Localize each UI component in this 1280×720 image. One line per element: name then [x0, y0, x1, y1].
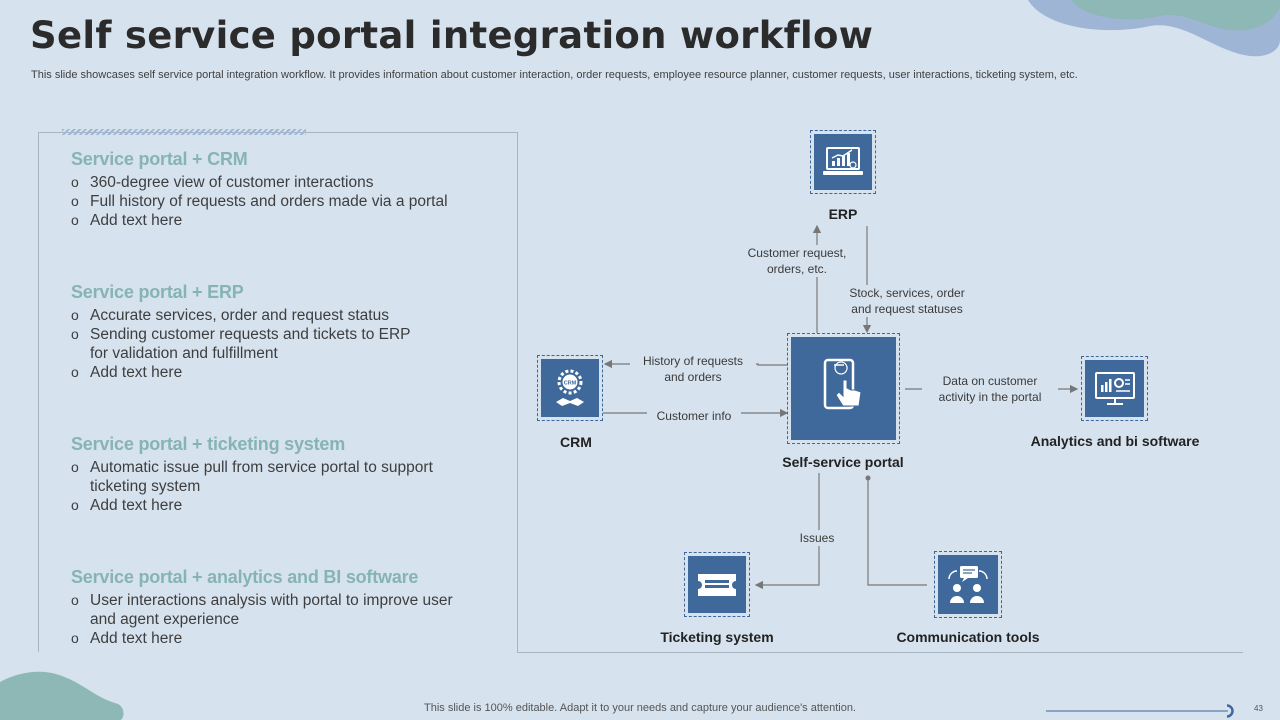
edge-dot: [865, 475, 871, 481]
edge-label-customer-info: Customer info: [647, 408, 741, 424]
node-analytics: [1081, 356, 1148, 421]
section-analytics: Service portal + analytics and BI softwa…: [71, 567, 453, 648]
bullet-item: Accurate services, order and request sta…: [71, 306, 411, 325]
ticket-icon: [698, 573, 736, 596]
page-number: 43: [1254, 704, 1263, 713]
node-label-analytics: Analytics and bi software: [1030, 433, 1200, 449]
top-right-decoration: [1028, 0, 1280, 57]
section-heading: Service portal + analytics and BI softwa…: [71, 567, 419, 587]
chart-laptop-icon: [823, 147, 863, 175]
page-subtitle: This slide showcases self service portal…: [31, 69, 1078, 81]
bottom-left-decoration: [0, 671, 124, 720]
footer-line: [1046, 704, 1234, 718]
edge-label-issues: Issues: [792, 530, 842, 546]
edge-label-history: History of requests and orders: [630, 353, 756, 385]
bullet-item: Automatic issue pull from service portal…: [71, 458, 433, 477]
bullet-continuation: ticketing system: [90, 478, 201, 495]
bullet-item: Add text here: [71, 211, 448, 230]
edge-portal-ticketing: [754, 473, 820, 590]
mobile-touch-icon: [823, 358, 862, 409]
dashboard-monitor-icon: [1094, 371, 1135, 405]
node-label-communication: Communication tools: [896, 629, 1040, 645]
node-ticketing: [684, 552, 750, 617]
footer-text: This slide is 100% editable. Adapt it to…: [424, 702, 856, 714]
node-crm: CRM: [537, 355, 603, 421]
divider-line: [517, 652, 1243, 653]
node-label-ticketing: Ticketing system: [660, 629, 774, 645]
bullet-continuation: and agent experience: [90, 611, 240, 628]
bullet-item: Sending customer requests and tickets to…: [71, 325, 411, 344]
edge-label-data-activity: Data on customer activity in the portal: [922, 373, 1058, 405]
section-heading: Service portal + ERP: [71, 282, 244, 302]
bullet-item: 360-degree view of customer interactions: [71, 173, 448, 192]
section-ticketing: Service portal + ticketing system Automa…: [71, 434, 433, 515]
section-crm: Service portal + CRM 360-degree view of …: [71, 149, 448, 230]
page-title: Self service portal integration workflow: [30, 14, 874, 57]
people-chat-icon: [948, 565, 988, 603]
edge-communication-portal: [867, 478, 927, 586]
bullet-item: Add text here: [71, 363, 411, 382]
bullet-item: Full history of requests and orders made…: [71, 192, 448, 211]
edge-label-customer-request: Customer request, orders, etc.: [737, 245, 857, 277]
node-label-crm: CRM: [560, 434, 592, 450]
bullet-item: Add text here: [71, 496, 433, 515]
section-erp: Service portal + ERP Accurate services, …: [71, 282, 411, 382]
svg-text:CRM: CRM: [564, 381, 577, 387]
bullet-continuation: for validation and fulfillment: [90, 345, 278, 362]
section-heading: Service portal + ticketing system: [71, 434, 346, 454]
node-label-erp: ERP: [828, 206, 858, 222]
hatch-decoration: [62, 129, 306, 135]
node-portal: [787, 333, 900, 444]
edge-label-stock-services: Stock, services, order and request statu…: [837, 285, 977, 317]
section-heading: Service portal + CRM: [71, 149, 248, 169]
crm-handshake-icon: CRM: [556, 369, 584, 406]
bullet-item: User interactions analysis with portal t…: [71, 591, 453, 610]
node-communication: [934, 551, 1002, 618]
bullet-item: Add text here: [71, 629, 453, 648]
node-erp: [810, 130, 876, 194]
node-label-portal: Self-service portal: [782, 454, 904, 470]
